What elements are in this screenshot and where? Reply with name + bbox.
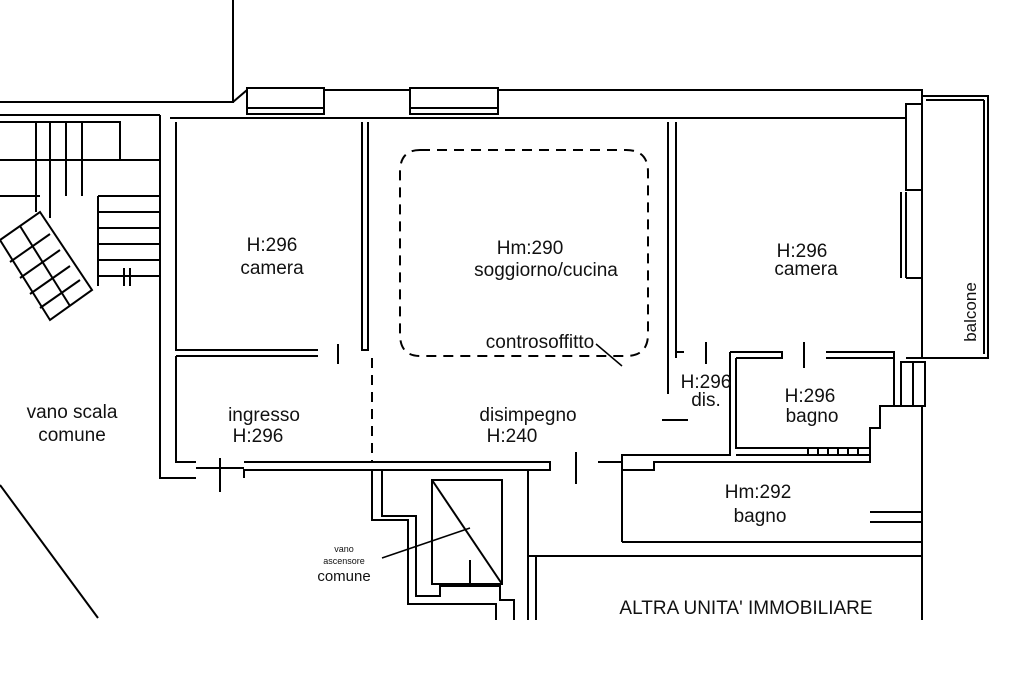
controsoffitto-label: controsoffitto (486, 332, 594, 353)
wall-bagno-small (622, 352, 730, 470)
ingresso-height: H:296 (233, 426, 284, 447)
elevator-diag (432, 480, 502, 584)
wall-camera-left (176, 122, 318, 350)
wall-elevator-shaft (382, 470, 514, 620)
vano-scala-line1: vano scala (27, 402, 118, 423)
controsoffitto-leader (596, 344, 622, 366)
window-north-2 (410, 88, 498, 114)
wall-elevator-shaft-west (372, 470, 496, 620)
wall-bagno-large (622, 455, 870, 470)
stairs-outline (0, 122, 160, 286)
wall-camera-right-south-b (826, 352, 894, 358)
ascensore-leader (382, 528, 470, 558)
wall-south-corridor (244, 462, 550, 478)
wall-west (160, 115, 196, 478)
ascensore-line1: vano (334, 544, 354, 554)
vano-scala-diagonal (0, 485, 98, 618)
dis-name: dis. (691, 390, 721, 411)
stairs-flight-step-2 (20, 250, 60, 278)
balcony (922, 96, 988, 358)
stairs-flight-step-4 (40, 280, 80, 308)
stairs-flight-step-3 (30, 266, 70, 294)
stairs-flight (0, 210, 94, 322)
wall-east-lower (870, 406, 901, 455)
controsoffitto-outline (400, 150, 648, 356)
stairs-flight-axis (20, 226, 70, 306)
ascensore-line3: comune (317, 568, 370, 585)
camera-right-height: H:296 (777, 241, 828, 262)
bagno-small-height: H:296 (785, 386, 836, 407)
camera-left-name: camera (240, 258, 304, 279)
camera-right-name: camera (774, 259, 838, 280)
wall-top-left-block (0, 0, 233, 102)
dis-height: H:296 (681, 372, 732, 393)
soggiorno-height: Hm:290 (497, 238, 564, 259)
wall-west-inner (176, 356, 196, 462)
bagno-small-name: bagno (786, 406, 839, 427)
camera-left-height: H:296 (247, 235, 298, 256)
bagno-large-height: Hm:292 (725, 482, 792, 503)
elevator-car (432, 480, 502, 584)
window-north-1 (247, 88, 324, 114)
disimpegno-height: H:240 (487, 426, 538, 447)
wall-north-outer (233, 88, 922, 102)
altra-unita-label: ALTRA UNITA' IMMOBILIARE (619, 598, 872, 619)
ascensore-line2: ascensore (323, 556, 365, 566)
balcone-label: balcone (961, 282, 980, 342)
wall-east-upper (906, 96, 922, 190)
soggiorno-name: soggiorno/cucina (474, 260, 618, 281)
wall-bagno-small-north (730, 352, 782, 358)
vano-scala-line2: comune (38, 425, 106, 446)
wall-bagno-large-north (598, 455, 622, 462)
bagno-large-name: bagno (734, 506, 787, 527)
wall-north-inner-edge (906, 96, 922, 118)
wall-east-mid (906, 278, 922, 358)
ingresso-name: ingresso (228, 405, 300, 426)
wall-bagno-small-inner (736, 358, 870, 448)
wall-camera-left-east (362, 122, 368, 350)
stairs-flight-step-1 (10, 234, 50, 262)
disimpegno-name: disimpegno (479, 405, 576, 426)
